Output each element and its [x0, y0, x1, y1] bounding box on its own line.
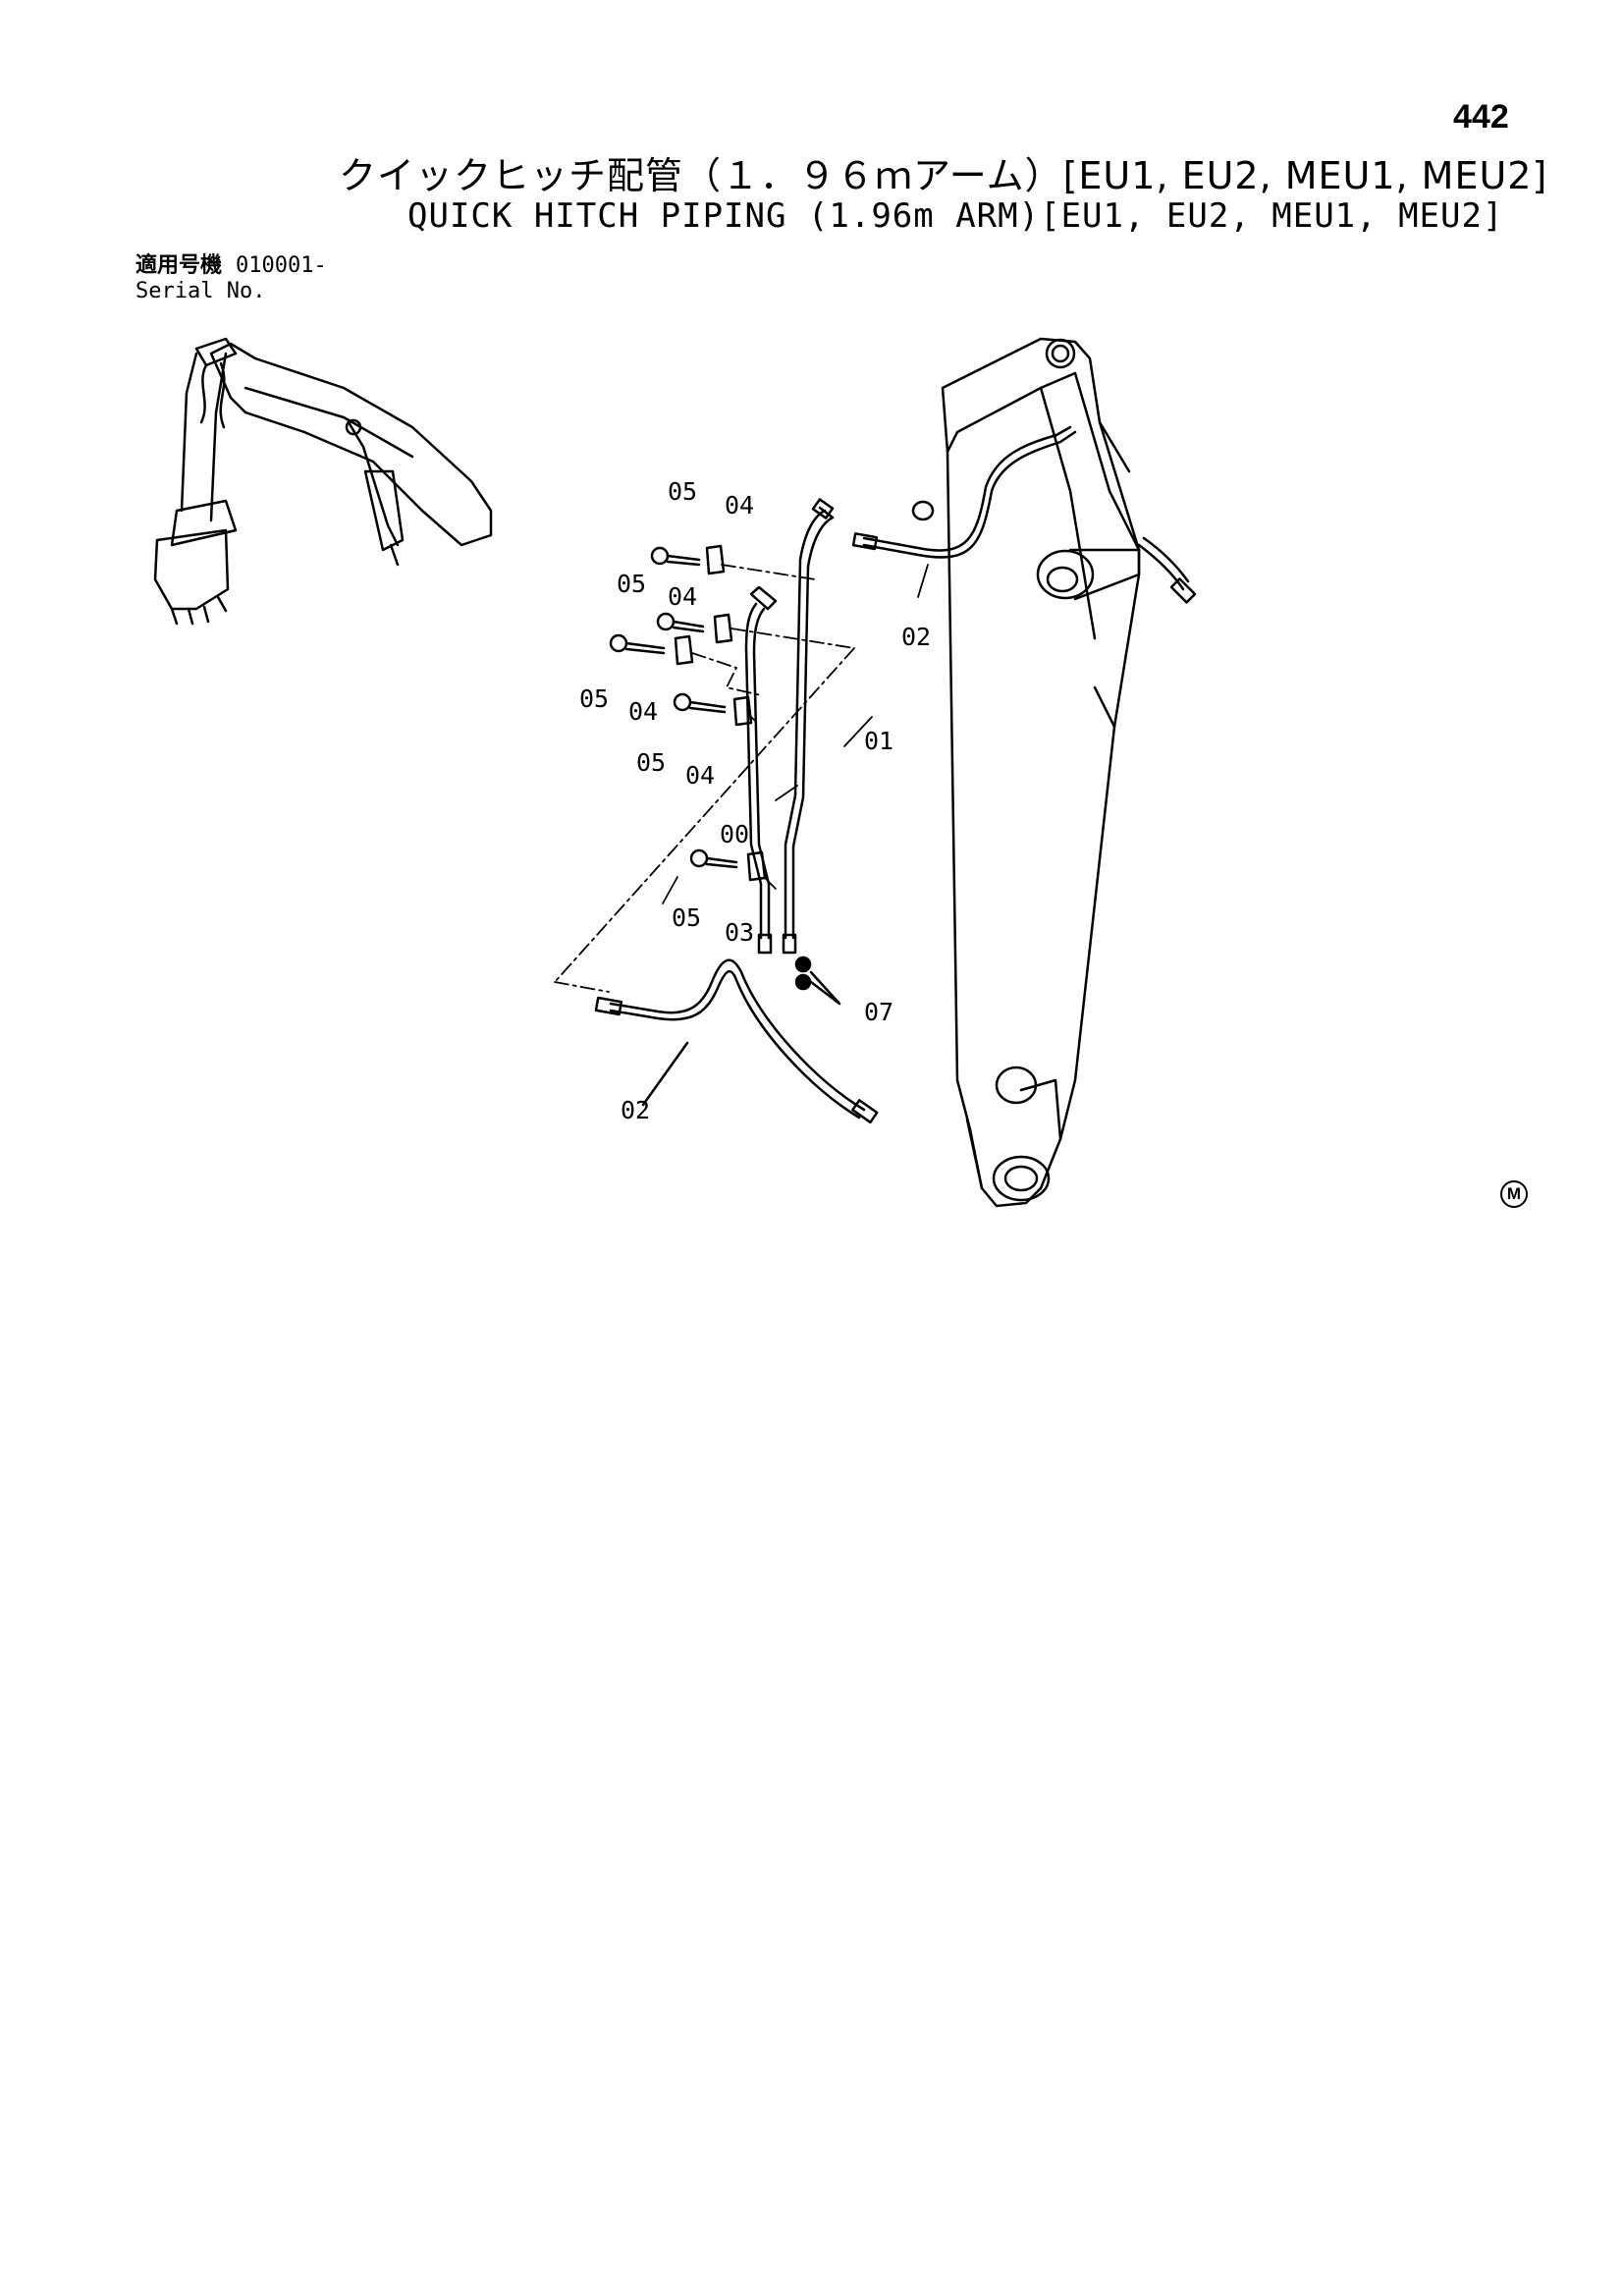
callout-03: 03	[725, 918, 755, 947]
callout-05: 05	[668, 477, 698, 506]
hose-02-upper	[851, 425, 1197, 604]
serial-number: 010001-	[236, 253, 327, 278]
leader-lines	[554, 564, 855, 993]
pipe-01	[782, 498, 835, 955]
callout-02: 02	[901, 623, 932, 651]
serial-block: 適用号機 010001- Serial No.	[135, 253, 327, 304]
leader-07	[809, 970, 841, 1006]
callout-00: 00	[720, 820, 750, 848]
plugs-07	[794, 956, 812, 991]
hose-02-lower	[594, 958, 879, 1124]
callout-05: 05	[617, 570, 647, 598]
callout-05: 05	[672, 903, 702, 932]
excavator-thumbnail	[153, 337, 493, 626]
callout-05: 05	[579, 684, 610, 713]
pipe-00	[744, 585, 778, 955]
callout-04: 04	[685, 761, 716, 790]
serial-label-en: Serial No.	[135, 279, 266, 303]
callout-07: 07	[864, 998, 894, 1026]
m-mark: M	[1500, 1180, 1528, 1208]
serial-label-jp: 適用号機	[135, 253, 223, 278]
bolts-and-clamps	[609, 544, 767, 882]
callout-04: 04	[628, 697, 659, 726]
callout-04: 04	[668, 582, 698, 611]
callout-leaders	[662, 564, 929, 904]
callout-02: 02	[621, 1096, 651, 1124]
title-english: QUICK HITCH PIPING (1.96m ARM)[EU1, EU2,…	[407, 196, 1504, 236]
callout-04: 04	[725, 491, 755, 519]
title-japanese: クイックヒッチ配管（１．９６ｍアーム）[EU1, EU2, MEU1, MEU2…	[339, 154, 1548, 197]
callout-05: 05	[636, 748, 667, 777]
arm-body	[911, 337, 1141, 1208]
callout-01: 01	[864, 727, 894, 755]
page-number: 442	[1453, 98, 1509, 136]
